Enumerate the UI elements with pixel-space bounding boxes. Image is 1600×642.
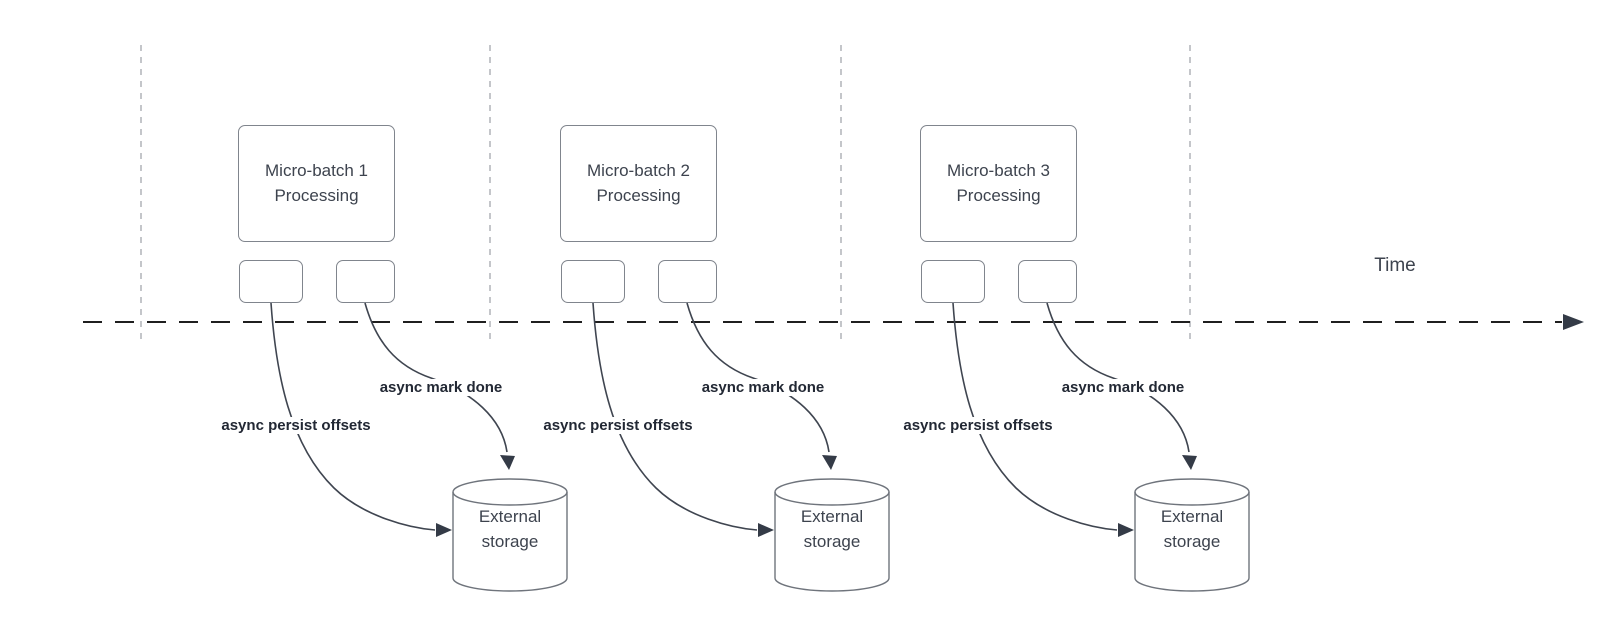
cylinder-body [774, 478, 890, 592]
mark-done-arrow [686, 302, 830, 453]
cylinder-body [1134, 478, 1250, 592]
done-anchor-box [1018, 260, 1077, 303]
timeline-arrowhead-icon [1563, 314, 1584, 330]
processing-box-label: Micro-batch 2 Processing [587, 160, 690, 205]
persist-offsets-arrow [270, 302, 436, 531]
storage-label: External storage [478, 507, 542, 551]
persist-offsets-arrow [952, 302, 1118, 531]
persist-offsets-arrow [592, 302, 758, 531]
arrowhead-icon [436, 523, 452, 537]
arrowhead-icon [822, 455, 837, 470]
storage-cylinder [452, 478, 568, 592]
offset-anchor-box [921, 260, 985, 303]
arrowhead-icon [500, 455, 515, 470]
cylinder-lid [452, 491, 568, 506]
processing-box: Micro-batch 3 Processing [920, 125, 1077, 242]
microbatch-section-1: Micro-batch 1 Processing async persist o… [188, 0, 578, 642]
cylinder-lid [1134, 491, 1250, 506]
persist-offsets-label: async persist offsets [870, 417, 1086, 434]
persist-offsets-label: async persist offsets [510, 417, 726, 434]
cylinder-body [452, 478, 568, 592]
cylinder-lid [774, 491, 890, 506]
arrowhead-icon [1118, 523, 1134, 537]
arrowhead-icon [758, 523, 774, 537]
done-anchor-box [336, 260, 395, 303]
flow-arrows [592, 302, 837, 537]
offset-anchor-box [561, 260, 625, 303]
processing-box: Micro-batch 1 Processing [238, 125, 395, 242]
microbatch-section-2: Micro-batch 2 Processing async persist o… [510, 0, 900, 642]
time-axis-label: Time [1374, 255, 1416, 276]
flow-arrows [270, 302, 515, 537]
mark-done-label: async mark done [685, 379, 841, 396]
mark-done-arrow [1046, 302, 1190, 453]
flow-arrows [952, 302, 1197, 537]
processing-box: Micro-batch 2 Processing [560, 125, 717, 242]
mark-done-label: async mark done [1045, 379, 1201, 396]
microbatch-section-3: Micro-batch 3 Processing async persist o… [870, 0, 1260, 642]
mark-done-label: async mark done [363, 379, 519, 396]
mark-done-arrow [364, 302, 508, 453]
storage-cylinder [1134, 478, 1250, 592]
processing-box-label: Micro-batch 1 Processing [265, 160, 368, 205]
offset-anchor-box [239, 260, 303, 303]
done-anchor-box [658, 260, 717, 303]
persist-offsets-label: async persist offsets [188, 417, 404, 434]
arrowhead-icon [1182, 455, 1197, 470]
storage-cylinder [774, 478, 890, 592]
storage-label: External storage [1160, 507, 1224, 551]
processing-box-label: Micro-batch 3 Processing [947, 160, 1050, 205]
storage-label: External storage [800, 507, 864, 551]
